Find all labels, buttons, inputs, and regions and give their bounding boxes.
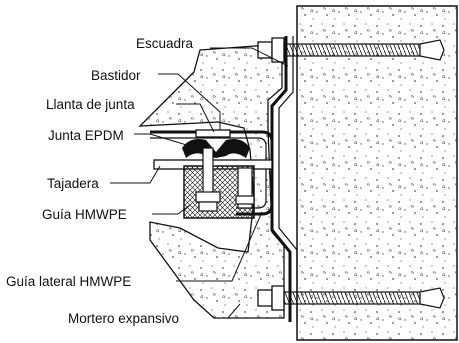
label-tajadera: Tajadera [47,176,99,191]
guide-bolt [195,147,255,212]
concrete-wall [296,5,458,341]
bastidor-frame [150,130,274,216]
junta-epdm [182,139,250,158]
leader-junta [134,133,191,147]
label-junta-epdm: Junta EPDM [48,128,124,143]
label-llanta-de-junta: Llanta de junta [46,97,135,112]
leader-lines [110,47,289,319]
leader-guia [152,204,191,215]
label-mortero-expansivo: Mortero expansivo [68,311,179,326]
leader-guia-lateral [176,211,263,282]
leader-llanta [176,103,215,133]
leader-escuadra [210,47,289,67]
label-escuadra: Escuadra [136,36,194,51]
anchor-bolt-bottom [257,285,445,311]
mortar-region [138,43,285,319]
anchor-bolt-top [257,37,445,63]
leader-mortero [218,303,241,319]
leader-bastidor [158,73,221,130]
label-guia-hmwpe: Guía HMWPE [42,207,127,222]
leader-tajadera [110,165,161,184]
label-guia-lateral-hmwpe: Guía lateral HMWPE [6,274,131,289]
label-bastidor: Bastidor [91,68,141,83]
